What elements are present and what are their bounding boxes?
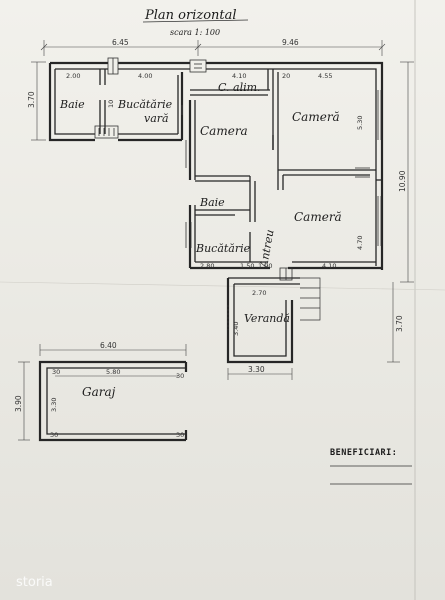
veranda-bottom-dimension xyxy=(227,368,293,380)
room-camera-bottom: Cameră xyxy=(294,210,342,224)
dim-right-1090: 10.90 xyxy=(398,170,407,192)
window-marks xyxy=(94,57,382,248)
dim-left-370: 3.70 xyxy=(27,91,36,108)
dim-top-left: 6.45 xyxy=(112,38,129,47)
dim-470: 4.70 xyxy=(356,236,364,250)
paper-fold-line xyxy=(0,281,445,291)
dim-640: 6.40 xyxy=(100,341,117,350)
house-walls xyxy=(48,61,384,270)
room-veranda: Verandă xyxy=(244,312,290,325)
room-bucatarie: Bucătărie xyxy=(195,242,251,255)
garaj-walls xyxy=(38,360,188,442)
plan-scale: scara 1: 100 xyxy=(170,28,220,37)
dim-455: 4.55 xyxy=(318,72,332,80)
storia-watermark: storia xyxy=(16,575,53,590)
dim-right-370: 3.70 xyxy=(395,315,404,332)
plan-title: Plan orizontal xyxy=(144,8,237,23)
dim-30c: 30 xyxy=(50,431,58,439)
garaj-dimensions xyxy=(18,344,187,441)
room-bucatarie-vara-line1: Bucătărie xyxy=(117,98,173,111)
dim-410b: 4.10 xyxy=(322,262,336,270)
right-dimension xyxy=(387,61,414,363)
left-dimension xyxy=(31,61,46,141)
room-camera-right: Cameră xyxy=(292,110,340,124)
dim-190: 1.90 xyxy=(258,262,272,270)
dim-340: 3.40 xyxy=(232,322,240,336)
dim-30a: 30 xyxy=(52,368,60,376)
dim-10: 10 xyxy=(107,100,115,108)
veranda-walls xyxy=(226,267,321,364)
dim-270: 2.70 xyxy=(252,289,266,297)
top-dimension xyxy=(40,40,386,56)
dim-330: 3.30 xyxy=(248,365,265,374)
dim-30b: 30 xyxy=(176,372,184,380)
dim-20: 20 xyxy=(282,72,290,80)
dim-30d: 30 xyxy=(176,431,184,439)
room-camera-left: Camera xyxy=(200,124,248,138)
dim-150: 1.50 xyxy=(240,262,254,270)
room-bucatarie-vara-line2: vară xyxy=(144,112,169,125)
room-baie-main: Baie xyxy=(199,196,225,209)
dim-top-right: 9.46 xyxy=(282,38,299,47)
dim-200: 2.00 xyxy=(66,72,80,80)
dim-280: 2.80 xyxy=(200,262,214,270)
beneficiari-label: BENEFICIARI: xyxy=(330,448,397,458)
room-garaj: Garaj xyxy=(82,385,116,399)
room-baie-summer: Baie xyxy=(59,98,85,111)
dim-530: 5.30 xyxy=(356,116,364,130)
dim-580: 5.80 xyxy=(106,368,120,376)
title-underline xyxy=(142,19,249,23)
dim-330b: 3.30 xyxy=(50,398,58,412)
dim-390: 3.90 xyxy=(14,395,23,412)
room-camara-alimente: C. alim. xyxy=(218,81,261,94)
dim-400: 4.00 xyxy=(138,72,152,80)
dim-410: 4.10 xyxy=(232,72,246,80)
